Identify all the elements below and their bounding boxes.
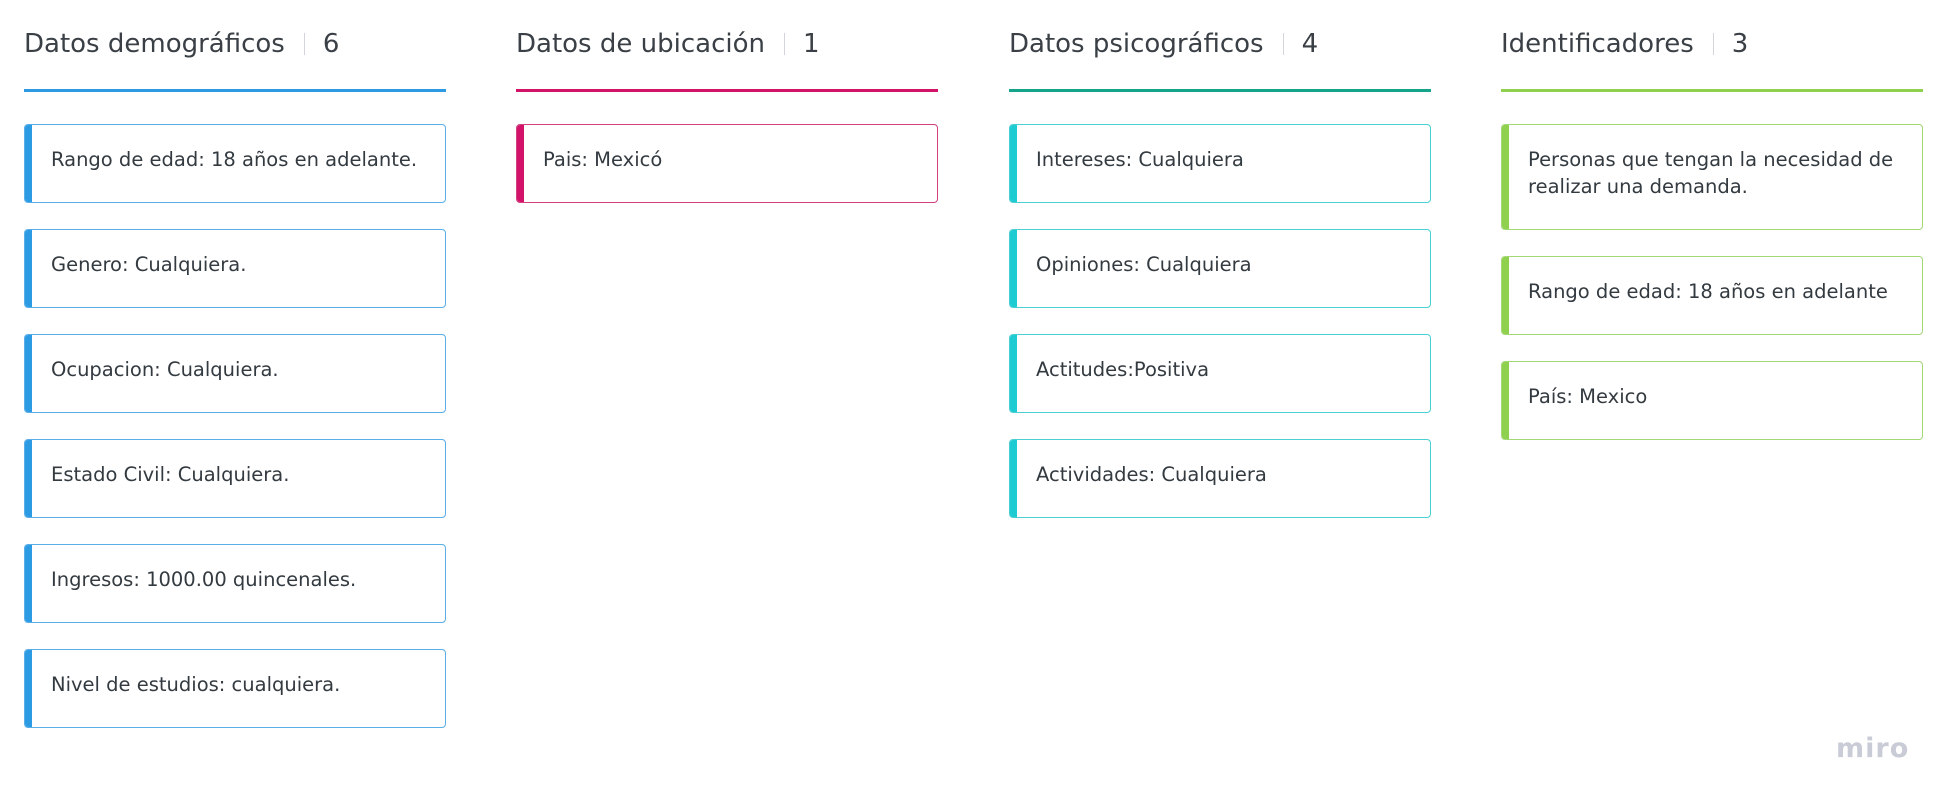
card[interactable]: Ingresos: 1000.00 quincenales.	[24, 544, 446, 623]
column-title: Datos demográficos	[24, 29, 285, 59]
column-count: 6	[322, 29, 340, 59]
column-header[interactable]: Datos psicográficos 4	[1009, 25, 1318, 63]
header-divider	[1282, 33, 1284, 55]
header-divider	[783, 33, 785, 55]
card-color-bar	[1010, 440, 1017, 517]
card[interactable]: Actitudes:Positiva	[1009, 334, 1431, 413]
column-header[interactable]: Datos demográficos 6	[24, 25, 339, 63]
column-title: Identificadores	[1501, 29, 1694, 59]
card-text: Rango de edad: 18 años en adelante.	[51, 148, 418, 171]
card-color-bar	[517, 125, 524, 202]
card-color-bar	[1010, 230, 1017, 307]
card-text: Actividades: Cualquiera	[1036, 463, 1267, 486]
card-color-bar	[25, 230, 32, 307]
card-text: Personas que tengan la necesidad de real…	[1528, 148, 1894, 198]
card-text: Genero: Cualquiera.	[51, 253, 247, 276]
column-count: 1	[802, 29, 820, 59]
card[interactable]: Personas que tengan la necesidad de real…	[1501, 124, 1923, 230]
card-text: Opiniones: Cualquiera	[1036, 253, 1252, 276]
card[interactable]: Rango de edad: 18 años en adelante.	[24, 124, 446, 203]
card-text: Estado Civil: Cualquiera.	[51, 463, 290, 486]
card[interactable]: Actividades: Cualquiera	[1009, 439, 1431, 518]
card-color-bar	[25, 335, 32, 412]
column-underline	[516, 89, 938, 92]
card[interactable]: Genero: Cualquiera.	[24, 229, 446, 308]
card-text: Ingresos: 1000.00 quincenales.	[51, 568, 357, 591]
card[interactable]: Rango de edad: 18 años en adelante	[1501, 256, 1923, 335]
card-text: Ocupacion: Cualquiera.	[51, 358, 279, 381]
miro-logo: miro	[1836, 733, 1910, 764]
card[interactable]: Estado Civil: Cualquiera.	[24, 439, 446, 518]
column-count: 3	[1731, 29, 1749, 59]
column-header[interactable]: Datos de ubicación 1	[516, 25, 820, 63]
card-text: Actitudes:Positiva	[1036, 358, 1210, 381]
header-divider	[303, 33, 305, 55]
card-color-bar	[25, 545, 32, 622]
card-color-bar	[1010, 125, 1017, 202]
card-color-bar	[25, 650, 32, 727]
header-divider	[1712, 33, 1714, 55]
card-text: Nivel de estudios: cualquiera.	[51, 673, 341, 696]
column-underline	[24, 89, 446, 92]
card-text: Pais: Mexicó	[543, 148, 663, 171]
card[interactable]: País: Mexico	[1501, 361, 1923, 440]
card-color-bar	[25, 440, 32, 517]
card-color-bar	[25, 125, 32, 202]
column-title: Datos de ubicación	[516, 29, 765, 59]
card-color-bar	[1010, 335, 1017, 412]
card[interactable]: Intereses: Cualquiera	[1009, 124, 1431, 203]
column-underline	[1501, 89, 1923, 92]
card-color-bar	[1502, 125, 1509, 229]
card-text: País: Mexico	[1528, 385, 1648, 408]
card-color-bar	[1502, 362, 1509, 439]
card[interactable]: Pais: Mexicó	[516, 124, 938, 203]
column-underline	[1009, 89, 1431, 92]
column-count: 4	[1301, 29, 1319, 59]
card-color-bar	[1502, 257, 1509, 334]
card[interactable]: Ocupacion: Cualquiera.	[24, 334, 446, 413]
column-header[interactable]: Identificadores 3	[1501, 25, 1748, 63]
card-text: Intereses: Cualquiera	[1036, 148, 1244, 171]
card[interactable]: Nivel de estudios: cualquiera.	[24, 649, 446, 728]
column-title: Datos psicográficos	[1009, 29, 1264, 59]
card[interactable]: Opiniones: Cualquiera	[1009, 229, 1431, 308]
card-text: Rango de edad: 18 años en adelante	[1528, 280, 1888, 303]
